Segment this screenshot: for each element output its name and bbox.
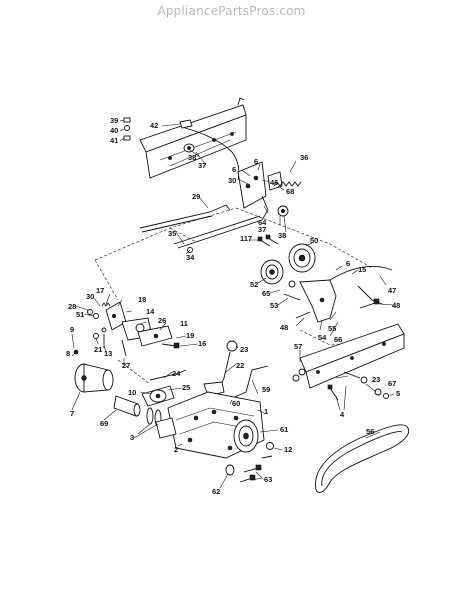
callout-15: 15	[358, 265, 366, 274]
callout-36: 36	[300, 153, 308, 162]
callout-52: 52	[250, 280, 258, 289]
callout-8: 8	[66, 349, 70, 358]
callout-51: 51	[76, 310, 84, 319]
callout-10: 10	[128, 388, 136, 397]
callout-21: 21	[94, 345, 102, 354]
callout-6: 6	[232, 165, 236, 174]
small-hardware-39-41	[123, 117, 131, 141]
callout-48: 48	[280, 323, 288, 332]
callout-labels: 39 40 41 42 38 37 30 6 6 36 46 68 64 37 …	[66, 116, 400, 496]
callout-23: 23	[240, 345, 248, 354]
callout-25: 25	[182, 383, 190, 392]
idler-pulley-50	[288, 243, 316, 273]
idler-bracket-54	[299, 265, 393, 323]
drive-belt-56	[315, 424, 410, 493]
callout-29: 29	[192, 192, 200, 201]
callout-38: 38	[188, 153, 196, 162]
callout-19: 19	[186, 331, 194, 340]
callout-4: 4	[340, 410, 345, 419]
callout-56: 56	[366, 427, 374, 436]
callout-65: 65	[262, 289, 270, 298]
callout-13: 13	[104, 349, 112, 358]
callout-68: 68	[286, 187, 294, 196]
callout-6: 6	[254, 157, 258, 166]
callout-55: 55	[328, 324, 336, 333]
axle-hub-7	[74, 363, 114, 393]
callout-5: 5	[396, 389, 400, 398]
callout-30: 30	[228, 176, 236, 185]
callout-40: 40	[110, 126, 118, 135]
control-rod-29	[139, 204, 231, 233]
callout-67: 67	[388, 379, 396, 388]
callout-30: 30	[86, 292, 94, 301]
callout-9: 9	[70, 325, 74, 334]
hardware-12	[266, 442, 274, 450]
callout-27: 27	[122, 361, 130, 370]
bolts-62-63	[225, 455, 273, 483]
callout-34: 34	[186, 253, 195, 262]
hardware-53-65	[283, 280, 301, 301]
callout-2: 2	[174, 445, 178, 454]
callout-62: 62	[212, 487, 220, 496]
callout-23: 23	[372, 375, 380, 384]
callout-66: 66	[334, 335, 342, 344]
callout-48: 48	[392, 301, 400, 310]
callout-61: 61	[280, 425, 288, 434]
callout-37: 37	[198, 161, 206, 170]
callout-35: 35	[168, 229, 176, 238]
callout-18: 18	[138, 295, 146, 304]
upper-frame-bracket	[139, 97, 247, 179]
left-hardware	[73, 302, 127, 357]
bolt-48-left	[295, 311, 311, 319]
callout-12: 12	[284, 445, 292, 454]
callout-41: 41	[110, 136, 118, 145]
spacer-69	[113, 395, 141, 417]
callout-59: 59	[262, 385, 270, 394]
callout-53: 53	[270, 301, 278, 310]
watermark: AppliancePartsPros.com	[157, 4, 306, 18]
callout-117: 117	[240, 234, 252, 243]
shift-arm	[141, 369, 187, 407]
callout-38: 38	[278, 231, 286, 240]
callout-14: 14	[146, 307, 155, 316]
transaxle-pulley-61	[233, 419, 259, 453]
callout-46: 46	[270, 178, 278, 187]
callout-69: 69	[100, 419, 108, 428]
idler-pulley-52	[260, 259, 284, 285]
callout-64: 64	[258, 218, 267, 227]
callout-6: 6	[346, 259, 350, 268]
lower-right-frame	[292, 323, 405, 389]
callout-39: 39	[110, 116, 118, 125]
callout-11: 11	[180, 319, 188, 328]
callout-17: 17	[96, 286, 104, 295]
callout-3: 3	[130, 433, 134, 442]
callout-7: 7	[70, 409, 74, 418]
callout-54: 54	[318, 333, 327, 342]
bellcrank-bracket	[237, 161, 289, 221]
spring-36	[273, 181, 302, 187]
callout-16: 16	[198, 339, 206, 348]
callout-37: 37	[258, 225, 266, 234]
bolt-48-right	[359, 298, 380, 309]
steering-bracket	[105, 301, 180, 349]
callout-22: 22	[236, 361, 244, 370]
callout-50: 50	[310, 236, 318, 245]
callout-28: 28	[68, 302, 76, 311]
callout-1: 1	[264, 407, 268, 416]
bolts-117	[257, 234, 279, 247]
shift-lever-22	[203, 340, 238, 397]
callout-47: 47	[388, 286, 396, 295]
callout-60: 60	[232, 399, 240, 408]
callout-63: 63	[264, 475, 272, 484]
callout-24: 24	[172, 369, 181, 378]
right-hardware	[327, 371, 389, 401]
callout-42: 42	[150, 121, 158, 130]
callout-26: 26	[158, 316, 166, 325]
leader-lines	[71, 119, 395, 489]
callout-57: 57	[294, 342, 302, 351]
